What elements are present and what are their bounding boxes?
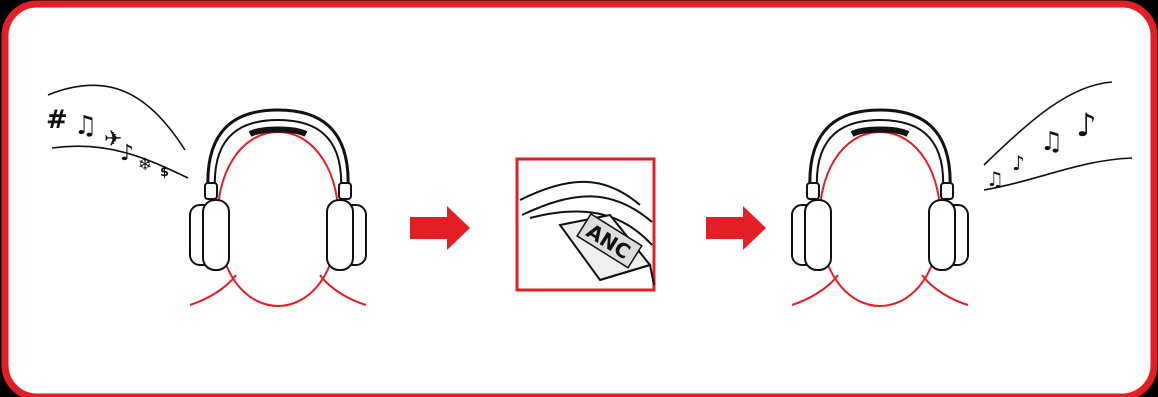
noise-symbol-dollar: $ — [160, 165, 169, 180]
music-symbol-3: ♫ — [1040, 127, 1063, 157]
arrow-right-icon — [706, 206, 766, 250]
noise-symbol-music: ♫ — [74, 111, 97, 141]
step-3-music-group: ♫ ♪ ♫ ♪ — [791, 81, 1133, 308]
headphones-icon — [791, 108, 969, 271]
music-symbol-2: ♪ — [1012, 151, 1025, 175]
arrow-right-icon — [410, 206, 470, 250]
music-symbol-1: ♫ — [986, 167, 1004, 191]
head-icon — [189, 130, 367, 308]
noise-symbol-hash: # — [46, 105, 68, 135]
headphones-icon — [189, 108, 367, 271]
step-2-switch-group: ANC — [515, 157, 656, 292]
noise-symbol-note: ♪ — [120, 141, 134, 166]
noise-symbol-snowflake: ❄ — [138, 155, 152, 175]
music-stream-icon — [983, 81, 1133, 191]
noise-symbol-plane: ✈ — [104, 127, 122, 152]
head-icon — [791, 130, 969, 308]
step-1-noise-group: # ♫ ✈ ♪ ❄ $ — [46, 84, 367, 308]
music-symbol-4: ♪ — [1076, 106, 1096, 144]
noise-stream-icon — [47, 84, 189, 179]
